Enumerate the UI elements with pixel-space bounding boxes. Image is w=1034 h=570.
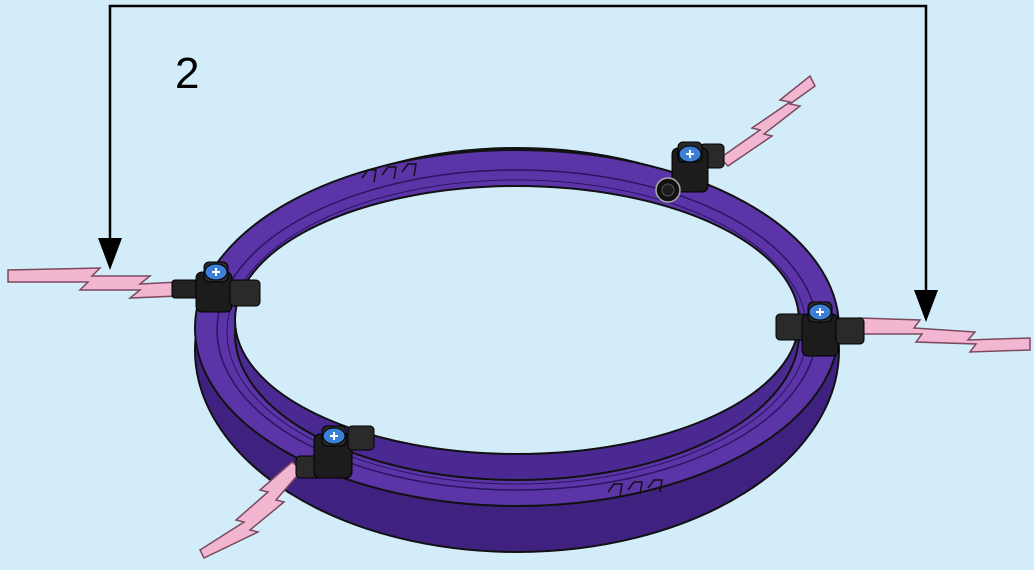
top-rod[interactable] xyxy=(718,74,816,167)
bottom-connector[interactable] xyxy=(295,425,375,479)
purple-ring xyxy=(194,147,840,553)
right-rod[interactable] xyxy=(859,317,1031,353)
bottom-rod[interactable] xyxy=(199,461,304,559)
top-connector[interactable] xyxy=(655,141,725,203)
step-number: 2 xyxy=(175,49,200,98)
right-connector[interactable] xyxy=(775,301,865,357)
arrow-head-right xyxy=(914,290,938,322)
ring-notch-top xyxy=(361,163,417,183)
connection-arrow xyxy=(98,4,938,322)
ring-notch-bottom xyxy=(607,479,663,497)
left-rod[interactable] xyxy=(7,267,179,299)
left-connector[interactable] xyxy=(171,261,261,313)
arrow-head-left xyxy=(98,238,122,270)
